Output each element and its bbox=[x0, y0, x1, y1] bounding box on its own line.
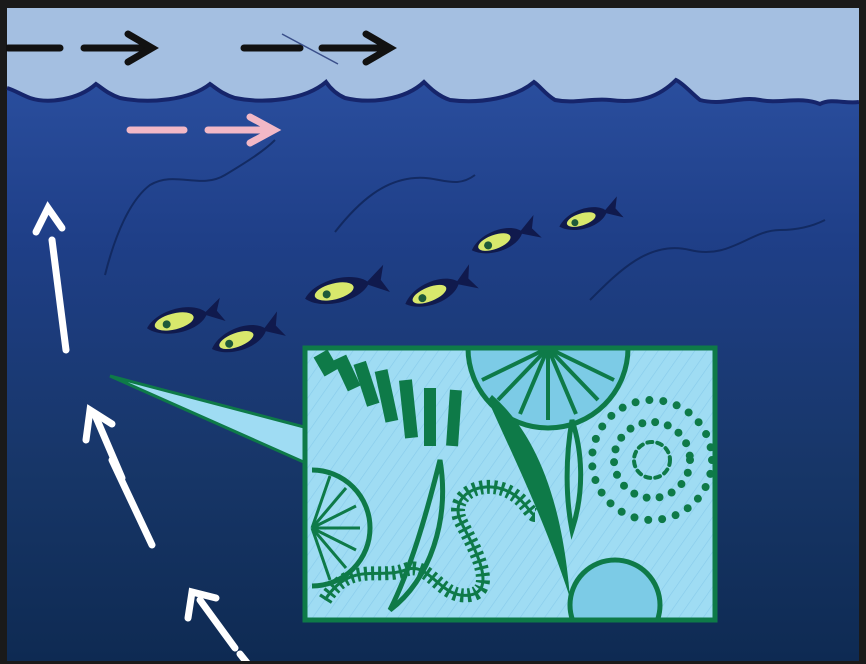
plankton-inset bbox=[305, 348, 715, 650]
